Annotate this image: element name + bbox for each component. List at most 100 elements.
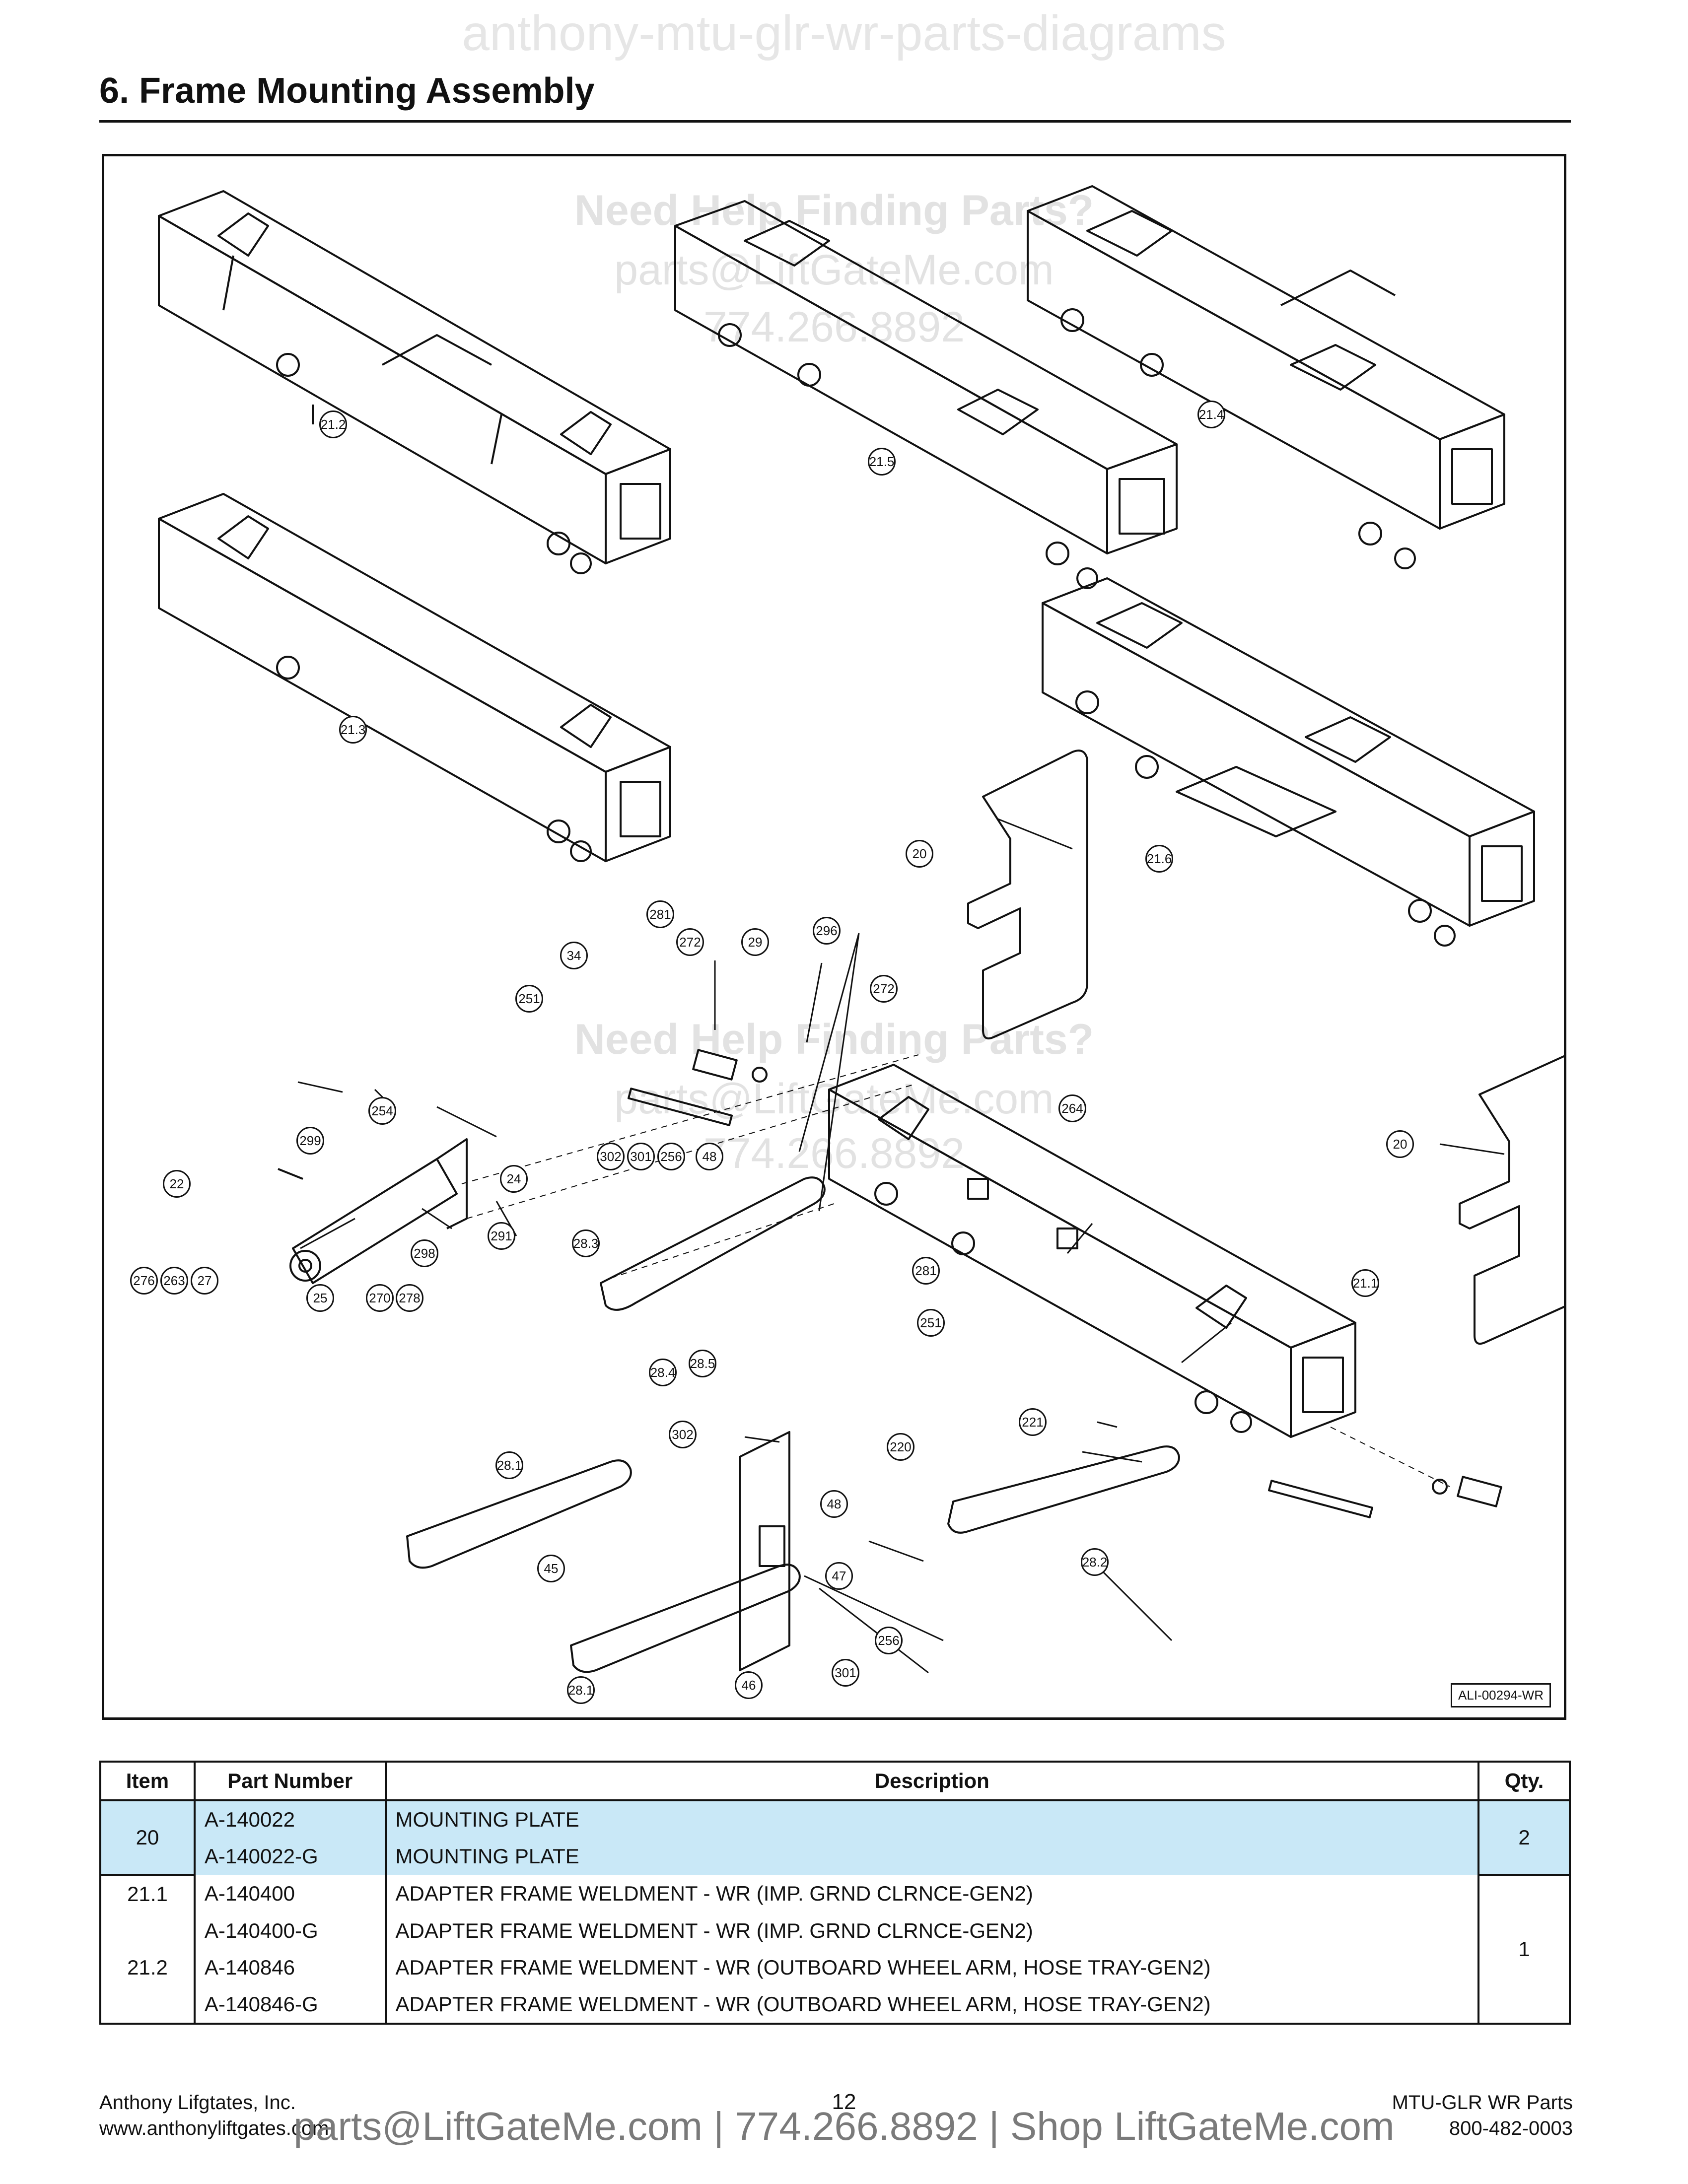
footer-manual-name: MTU-GLR WR Parts [1392, 2092, 1573, 2114]
adapter-frame-21-3-drawing [158, 493, 671, 862]
callout-28-2: 28.2 [1081, 1548, 1109, 1576]
table-row: 20 A-140022 MOUNTING PLATE 2 [99, 1799, 1571, 1876]
callout-34: 34 [560, 942, 588, 969]
description-cell: ADAPTER FRAME WELDMENT - WR (OUTBOARD WH… [384, 1949, 1480, 1986]
top-watermark: anthony-mtu-glr-wr-parts-diagrams [462, 5, 1226, 61]
part-number-cell: A-140846-G [193, 1986, 387, 2025]
item-cell: 21.2 [99, 1949, 196, 1986]
callout-29: 29 [741, 928, 769, 956]
callout-281-b: 281 [912, 1257, 940, 1285]
plate-46-drawing [739, 1431, 790, 1671]
exploded-parts-diagram: Need Help Finding Parts? parts@LiftGateM… [102, 154, 1566, 1720]
watermark-phone-line-2: 774.266.8892 [703, 1130, 965, 1177]
callout-302: 302 [597, 1143, 625, 1170]
footer-phone: 800-482-0003 [1449, 2117, 1573, 2139]
callout-21-1: 21.1 [1351, 1269, 1379, 1297]
drawing-id-label: ALI-00294-WR [1451, 1683, 1551, 1707]
callout-48: 48 [696, 1143, 723, 1170]
callout-291: 291 [488, 1222, 515, 1250]
callout-20-upper: 20 [906, 840, 933, 868]
callout-21-5: 21.5 [868, 448, 896, 476]
callout-256: 256 [657, 1143, 685, 1170]
part-number-cell: A-140400 [193, 1875, 387, 1912]
callout-264: 264 [1058, 1094, 1086, 1122]
bushing-29-drawing [692, 1049, 738, 1081]
item-cell: 21.1 [99, 1875, 196, 1912]
assembly-guide-lines [461, 1054, 1450, 1487]
description-cell: ADAPTER FRAME WELDMENT - WR (IMP. GRND C… [384, 1912, 1480, 1949]
column-header-qty: Qty. [1477, 1761, 1571, 1801]
part-number-cell: A-140846 [193, 1949, 387, 1986]
callout-46: 46 [735, 1671, 763, 1699]
adapter-frame-21-1-drawing [828, 1064, 1356, 1438]
callout-278: 278 [396, 1284, 423, 1312]
part-number-cell: A-140022-G [193, 1838, 387, 1875]
adapter-frame-21-4-drawing [1027, 185, 1505, 569]
callout-272: 272 [676, 928, 704, 956]
section-title: 6. Frame Mounting Assembly [99, 71, 595, 111]
callout-21-4: 21.4 [1197, 401, 1225, 428]
callout-281: 281 [646, 900, 674, 928]
description-cell: ADAPTER FRAME WELDMENT - WR (OUTBOARD WH… [384, 1986, 1480, 2025]
arm-28-2-drawing [947, 1445, 1180, 1534]
adapter-frame-21-6-drawing [1042, 577, 1535, 947]
item-cell [99, 1986, 196, 2025]
callout-276: 276 [130, 1267, 158, 1295]
callout-21-3: 21.3 [339, 716, 367, 744]
callout-21-2: 21.2 [319, 410, 347, 438]
callout-270: 270 [366, 1284, 394, 1312]
block-47-drawing [759, 1525, 785, 1567]
arm-28-1-right-drawing [570, 1564, 801, 1673]
description-cell: ADAPTER FRAME WELDMENT - WR (IMP. GRND C… [384, 1875, 1480, 1912]
title-divider [99, 120, 1571, 123]
bushing-right-drawing [1457, 1476, 1502, 1507]
column-header-item: Item [99, 1761, 196, 1801]
arm-28-3-drawing [600, 1176, 826, 1311]
footer-contact-banner: parts@LiftGateMe.com | 774.266.8892 | Sh… [293, 2104, 1395, 2148]
parts-table: Item Part Number Description Qty. 20 A-1… [99, 1761, 1571, 2025]
callout-28-1-left: 28.1 [495, 1451, 523, 1479]
footer-page-number: 12 [832, 2090, 856, 2114]
table-row: A-140400-G ADAPTER FRAME WELDMENT - WR (… [99, 1912, 1570, 1949]
mounting-plate-20-lower-drawing [1459, 1055, 1564, 1345]
callout-24: 24 [500, 1165, 528, 1193]
callout-298: 298 [411, 1239, 438, 1267]
description-cell: MOUNTING PLATE [384, 1838, 1480, 1875]
callout-221: 221 [1019, 1408, 1047, 1436]
washer-296-drawing [752, 1067, 768, 1083]
callout-272-b: 272 [870, 975, 898, 1003]
adapter-frame-21-2-drawing [158, 190, 671, 574]
callout-301: 301 [627, 1143, 655, 1170]
qty-cell: 2 [1477, 1799, 1571, 1876]
column-header-description: Description [384, 1761, 1480, 1801]
callout-28-4: 28.4 [649, 1359, 677, 1386]
part-number-cell: A-140022 [193, 1800, 387, 1838]
callout-22: 22 [163, 1170, 191, 1198]
part-number-cell: A-140400-G [193, 1912, 387, 1949]
callout-28-3: 28.3 [572, 1229, 600, 1257]
callout-leaders [297, 818, 1505, 1674]
callout-220: 220 [887, 1433, 914, 1461]
callout-302-b: 302 [669, 1421, 697, 1448]
callout-47: 47 [825, 1562, 853, 1590]
frame-line-art [158, 185, 1564, 1674]
callout-28-1-right: 28.1 [567, 1676, 595, 1704]
pin-right-drawing [1267, 1480, 1374, 1518]
callout-263: 263 [160, 1267, 188, 1295]
callout-254: 254 [368, 1097, 396, 1125]
callout-251: 251 [515, 985, 543, 1013]
callout-27: 27 [191, 1267, 218, 1295]
table-row: A-140846-G ADAPTER FRAME WELDMENT - WR (… [99, 1986, 1570, 2025]
arm-28-1-left-drawing [406, 1459, 632, 1569]
item-cell [99, 1912, 196, 1949]
description-cell: MOUNTING PLATE [384, 1800, 1480, 1838]
callout-296: 296 [813, 917, 841, 945]
footer-company-block: Anthony Lifgtates, Inc. www.anthonyliftg… [99, 2090, 329, 2141]
callout-20-lower: 20 [1386, 1130, 1414, 1158]
callout-256-b: 256 [875, 1627, 903, 1654]
footer-website-link[interactable]: www.anthonyliftgates.com [99, 2117, 329, 2139]
callout-299: 299 [296, 1127, 324, 1155]
callout-301-b: 301 [832, 1659, 859, 1687]
washer-right-drawing [1432, 1479, 1448, 1495]
watermark-help-line: Need Help Finding Parts? [574, 187, 1094, 234]
